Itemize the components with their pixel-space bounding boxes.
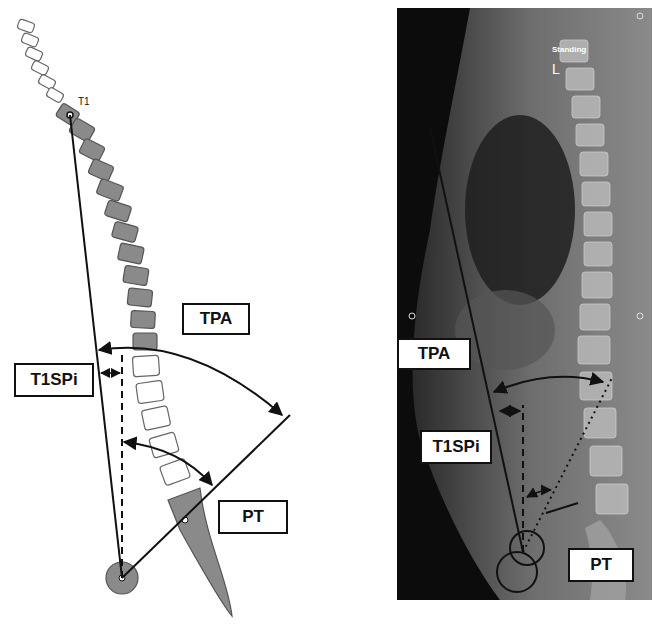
vertebra-label: T1 (78, 96, 90, 107)
angle-label: T1SPi (30, 371, 77, 390)
angle-label: PT (590, 556, 612, 575)
label-box: T1SPi (14, 363, 94, 397)
xray-annotation: Standing (552, 46, 586, 55)
angle-label: TPA (418, 345, 451, 364)
lumbar-vertebrae (132, 355, 190, 486)
label-box: TPA (182, 303, 250, 335)
angle-label: T1SPi (432, 438, 479, 457)
thoracic-vertebrae (55, 103, 157, 350)
label-box: PT (568, 548, 634, 582)
label-box: T1SPi (420, 430, 492, 464)
side-marker: L (552, 62, 560, 77)
angle-label: PT (242, 508, 264, 527)
angle-label: TPA (200, 310, 233, 329)
label-box: PT (218, 500, 288, 534)
measure-lines (70, 115, 290, 578)
label-box: TPA (397, 338, 471, 370)
cervical-vertebrae (17, 19, 65, 104)
xray-image (397, 8, 652, 600)
